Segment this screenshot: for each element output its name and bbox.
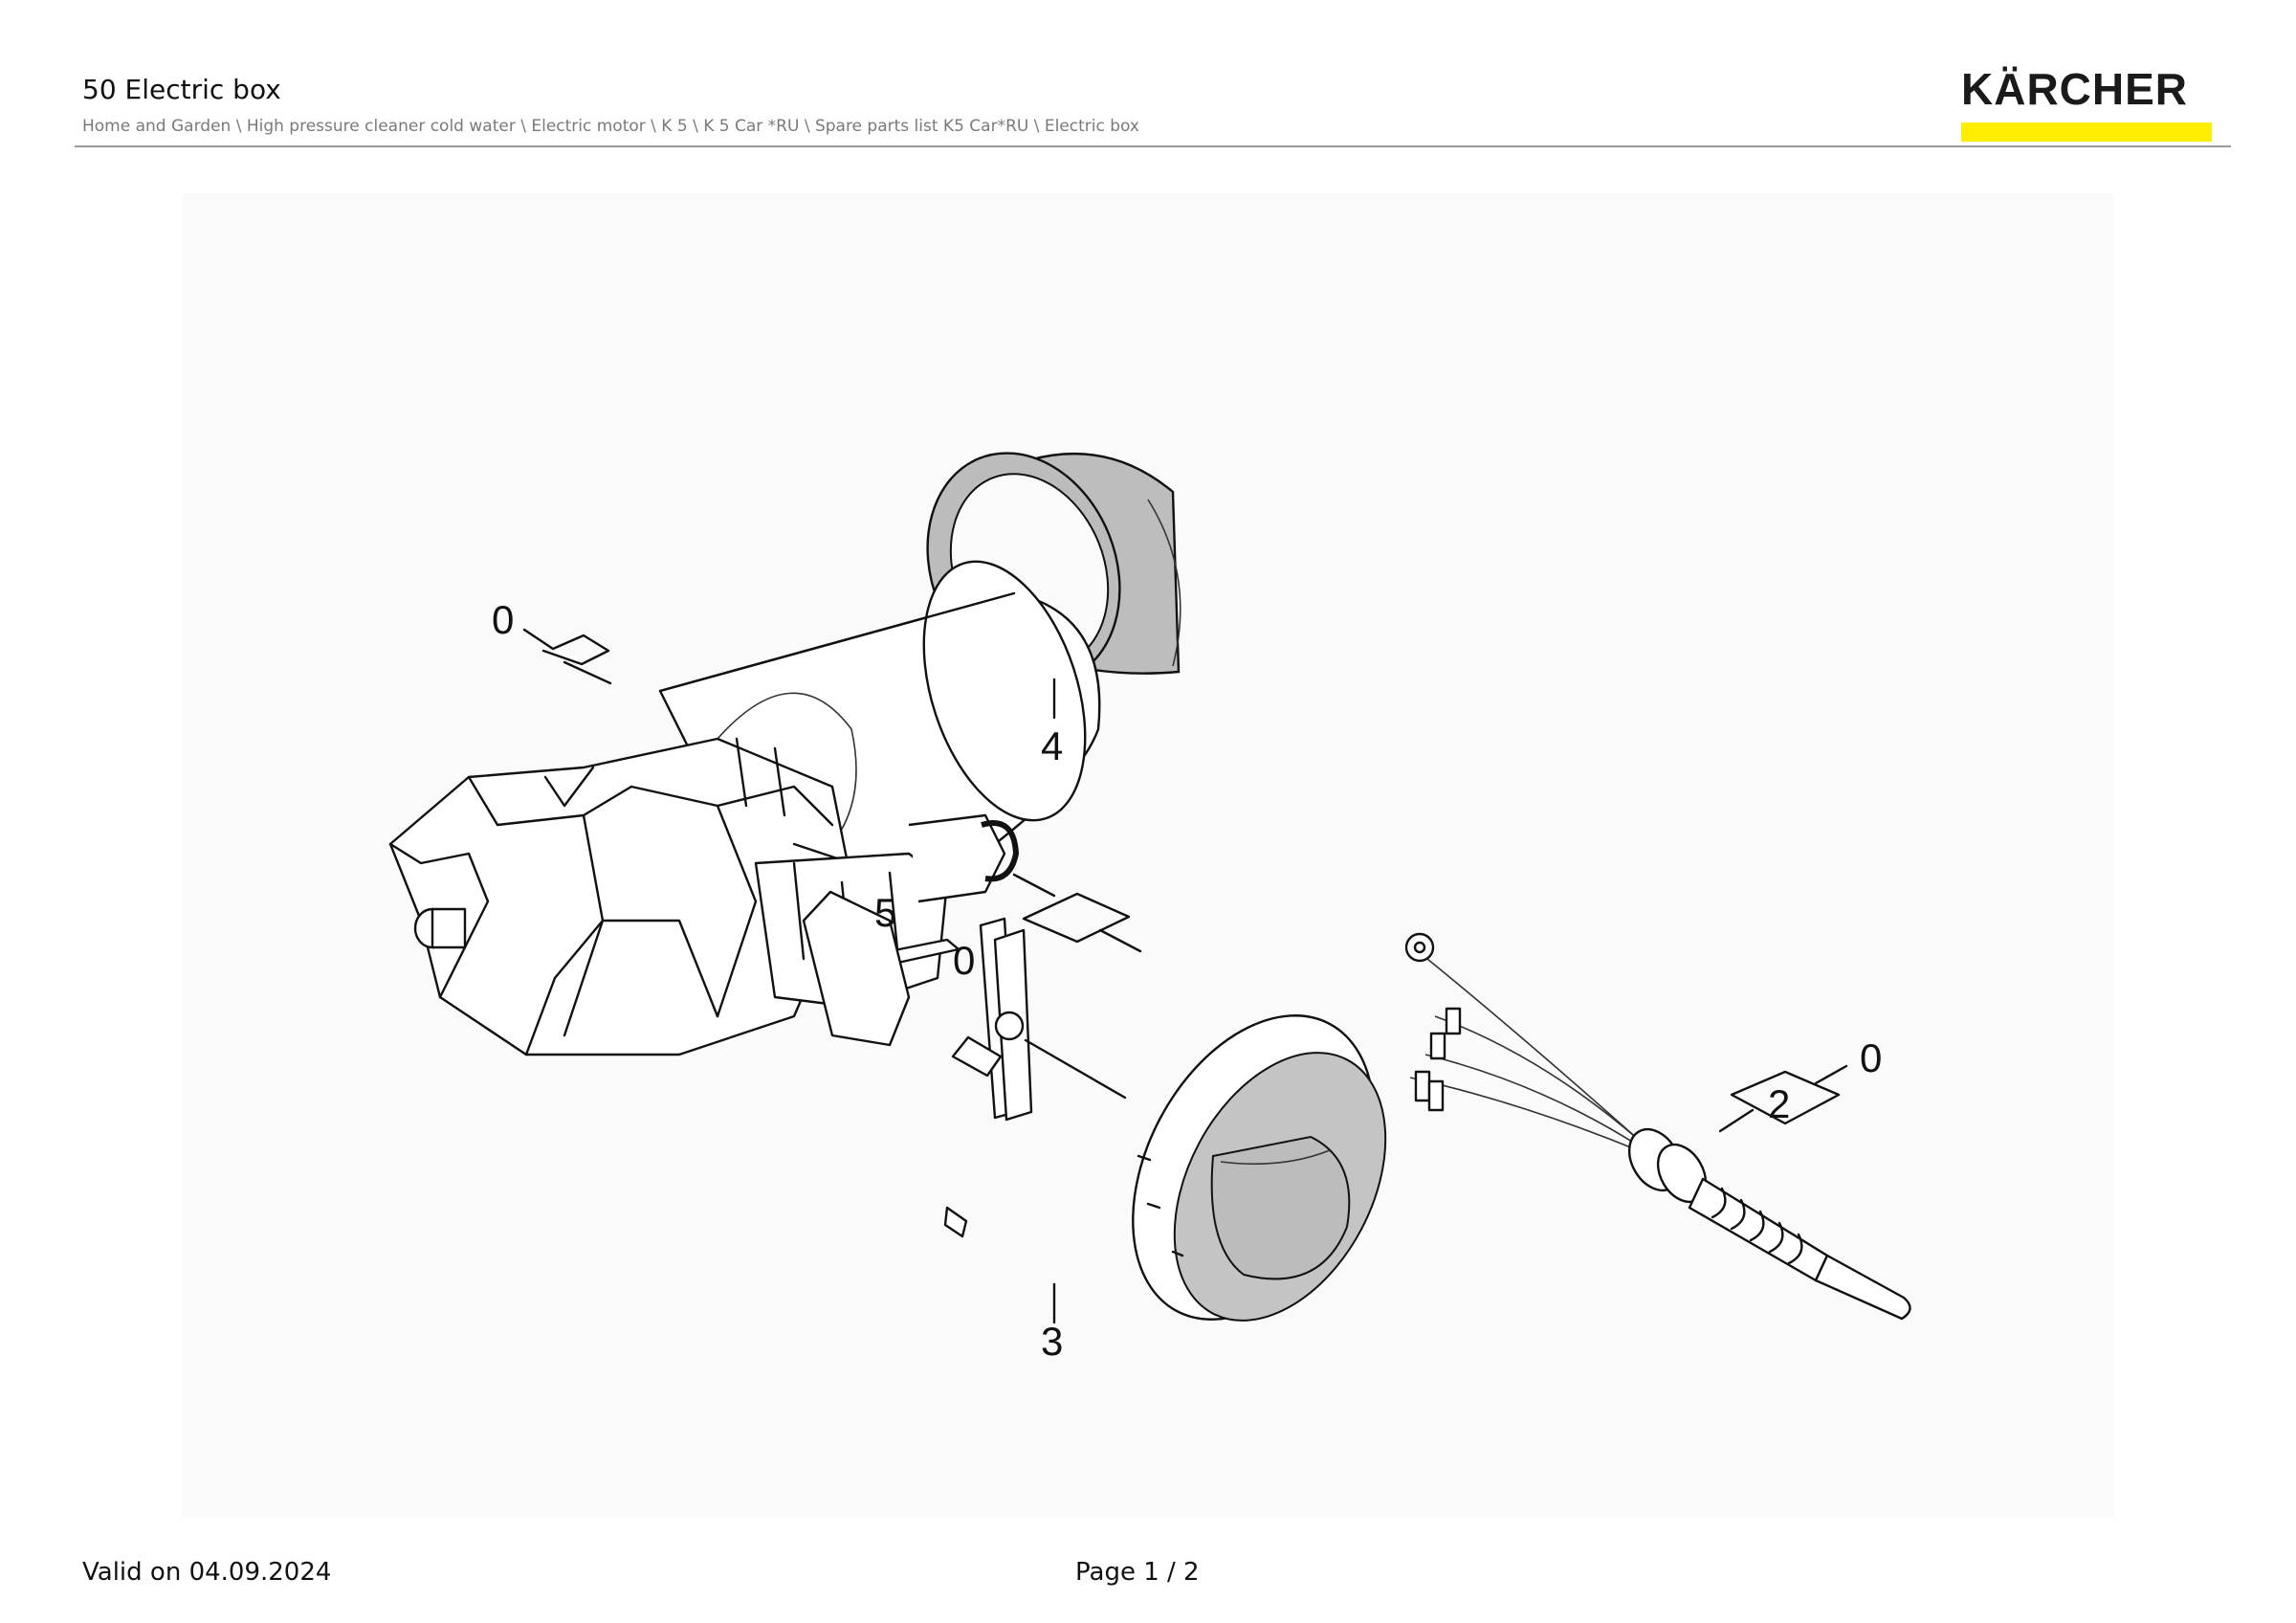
callout-0-cable: 0	[1860, 1035, 1882, 1080]
callout-2: 2	[1768, 1081, 1790, 1126]
page-number: Page 1 / 2	[1075, 1558, 1200, 1587]
callout-0-switch: 0	[953, 938, 975, 983]
brand-accent-bar	[1961, 122, 2212, 142]
breadcrumb: Home and Garden \ High pressure cleaner …	[82, 117, 1139, 136]
page-header: 50 Electric box Home and Garden \ High p…	[82, 74, 1139, 137]
knob-part-3	[943, 1014, 1387, 1324]
callout-0-motor: 0	[492, 597, 514, 642]
callout-3: 3	[1041, 1319, 1063, 1364]
diagram-canvas: 0 4 5 0 3 2 0	[388, 452, 1911, 1364]
page-title: 50 Electric box	[82, 74, 281, 105]
callout-4: 4	[1041, 723, 1063, 768]
motor-assembly	[388, 560, 1127, 1122]
callout-leaders	[522, 628, 1848, 1125]
callout-5: 5	[874, 890, 896, 935]
brand-logo: KÄRCHER	[1961, 67, 2214, 142]
exploded-diagram: 0 4 5 0 3 2 0	[182, 193, 2114, 1518]
header-divider	[75, 145, 2231, 147]
brand-wordmark: KÄRCHER	[1961, 64, 2188, 114]
validity-date: Valid on 04.09.2024	[82, 1558, 332, 1587]
cable-part-2	[1404, 932, 1911, 1321]
